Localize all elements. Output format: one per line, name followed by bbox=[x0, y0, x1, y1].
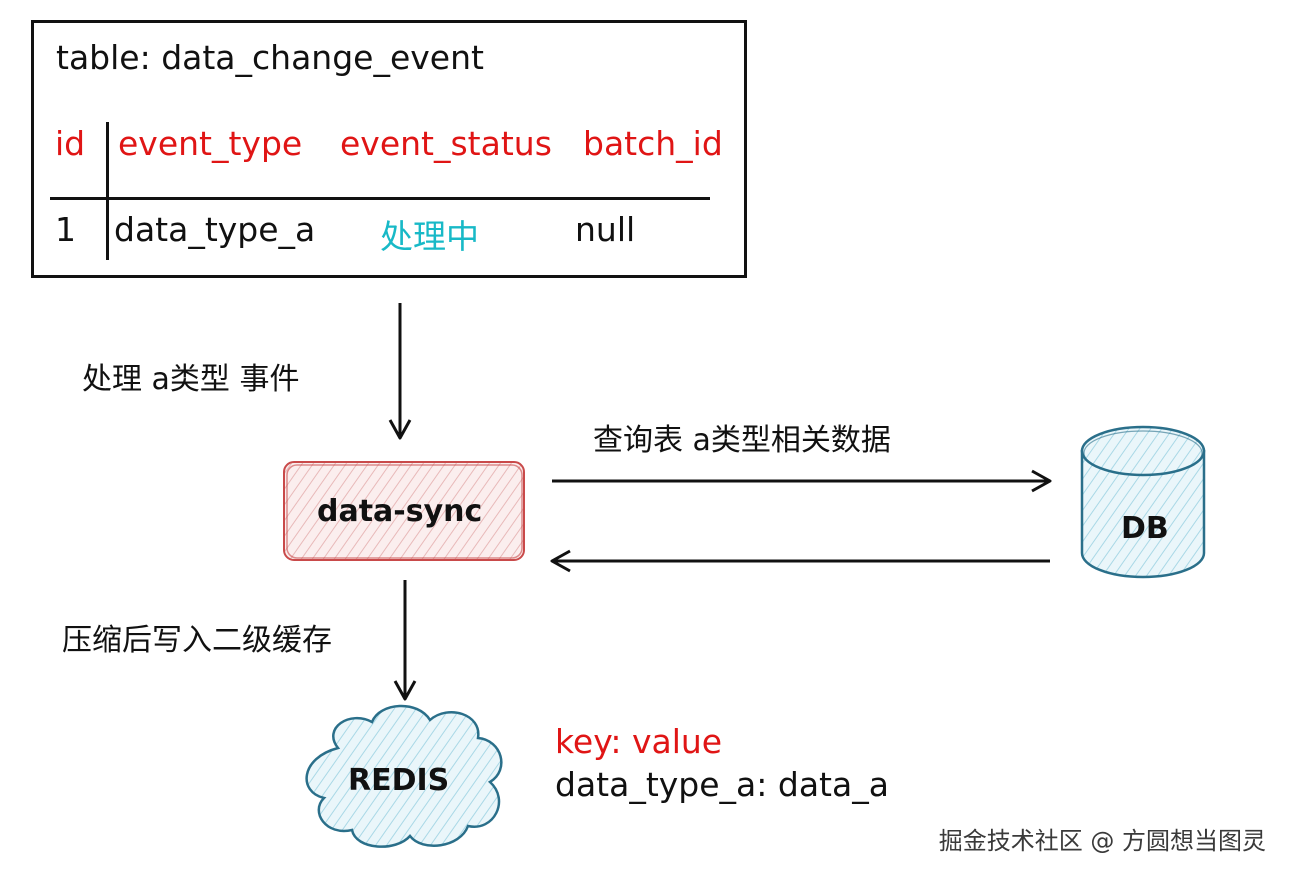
cell-batch-id: null bbox=[575, 210, 636, 249]
data-sync-label: data-sync bbox=[317, 494, 483, 529]
redis-cloud bbox=[305, 704, 503, 848]
column-header-id: id bbox=[55, 124, 86, 163]
cache-key-value-label: key: value bbox=[555, 722, 723, 761]
data-change-event-table bbox=[31, 20, 747, 278]
step-process-event-label: 处理 a类型 事件 bbox=[82, 362, 300, 397]
column-header-batch-id: batch_id bbox=[583, 124, 723, 163]
table-title: table: data_change_event bbox=[56, 38, 484, 77]
arrow-sync-to-db bbox=[552, 469, 1052, 493]
redis-label: REDIS bbox=[348, 763, 450, 798]
arrow-table-to-sync bbox=[388, 303, 412, 440]
header-divider bbox=[50, 197, 710, 200]
cell-id: 1 bbox=[55, 210, 76, 249]
column-header-event-type: event_type bbox=[118, 124, 303, 163]
arrow-db-to-sync bbox=[550, 549, 1050, 573]
arrow-sync-to-redis bbox=[393, 580, 417, 701]
cell-event-status: 处理中 bbox=[380, 217, 479, 256]
data-sync-node bbox=[283, 461, 525, 561]
query-db-label: 查询表 a类型相关数据 bbox=[593, 423, 891, 458]
id-column-divider bbox=[106, 122, 109, 260]
watermark: 掘金技术社区 @ 方圆想当图灵 bbox=[938, 827, 1266, 855]
db-label: DB bbox=[1121, 511, 1169, 546]
db-cylinder bbox=[1080, 425, 1206, 579]
cell-event-type: data_type_a bbox=[114, 210, 316, 249]
cache-entry-example: data_type_a: data_a bbox=[555, 765, 889, 804]
column-header-event-status: event_status bbox=[340, 124, 552, 163]
step-write-cache-label: 压缩后写入二级缓存 bbox=[62, 623, 332, 658]
